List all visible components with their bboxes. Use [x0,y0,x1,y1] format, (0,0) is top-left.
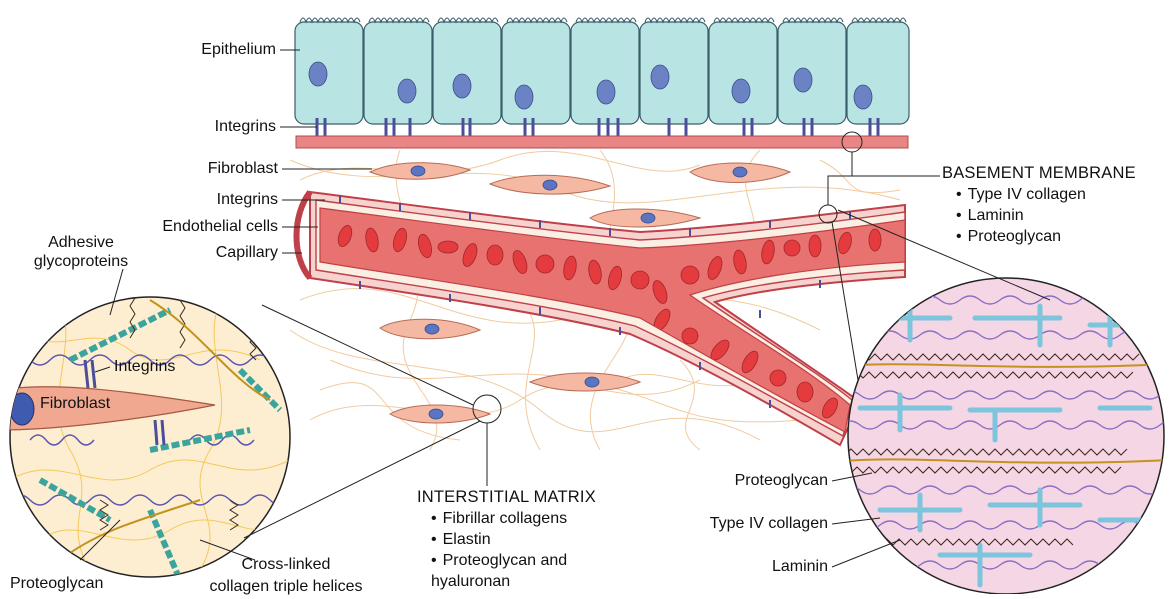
basement-membrane-block: BASEMENT MEMBRANE Type IV collagen Lamin… [942,164,1136,247]
basement-membrane-inset [840,278,1169,594]
label-type-iv-collagen: Type IV collagen [710,515,828,533]
basement-membrane-title: BASEMENT MEMBRANE [942,164,1136,182]
label-integrins-inset: Integrins [114,358,175,376]
basement-membrane-list: Type IV collagen Laminin Proteoglycan [956,184,1136,247]
label-adhesive-glycoproteins: Adhesive glycoproteins [26,233,136,271]
interstitial-matrix-title: INTERSTITIAL MATRIX [417,488,596,506]
label-capillary: Capillary [216,244,278,262]
label-endothelial-cells: Endothelial cells [162,218,278,236]
basement-membrane-item: Type IV collagen [956,184,1136,205]
label-integrins-capillary: Integrins [217,191,278,209]
capillary [297,192,906,445]
label-proteoglycan-right: Proteoglycan [735,472,828,490]
basement-membrane-item: Laminin [956,205,1136,226]
basement-membrane [296,136,908,148]
label-laminin: Laminin [772,558,828,576]
interstitial-matrix-item: Elastin [431,529,596,550]
label-fibroblast-inset: Fibroblast [40,395,110,413]
basement-membrane-item: Proteoglycan [956,226,1136,247]
interstitial-matrix-item: Fibrillar collagens [431,508,596,529]
interstitial-matrix-item: Proteoglycan and hyaluronan [431,550,596,592]
interstitial-matrix-list: Fibrillar collagens Elastin Proteoglycan… [431,508,596,592]
label-cross-linked-collagen: Cross-linked collagen triple helices [186,554,386,598]
epithelium-cells [295,18,909,124]
interstitial-matrix-block: INTERSTITIAL MATRIX Fibrillar collagens … [417,488,596,592]
label-proteoglycan-left: Proteoglycan [10,575,103,593]
label-fibroblast-top: Fibroblast [208,160,278,178]
label-integrins-top: Integrins [215,118,276,136]
label-epithelium: Epithelium [201,41,276,59]
